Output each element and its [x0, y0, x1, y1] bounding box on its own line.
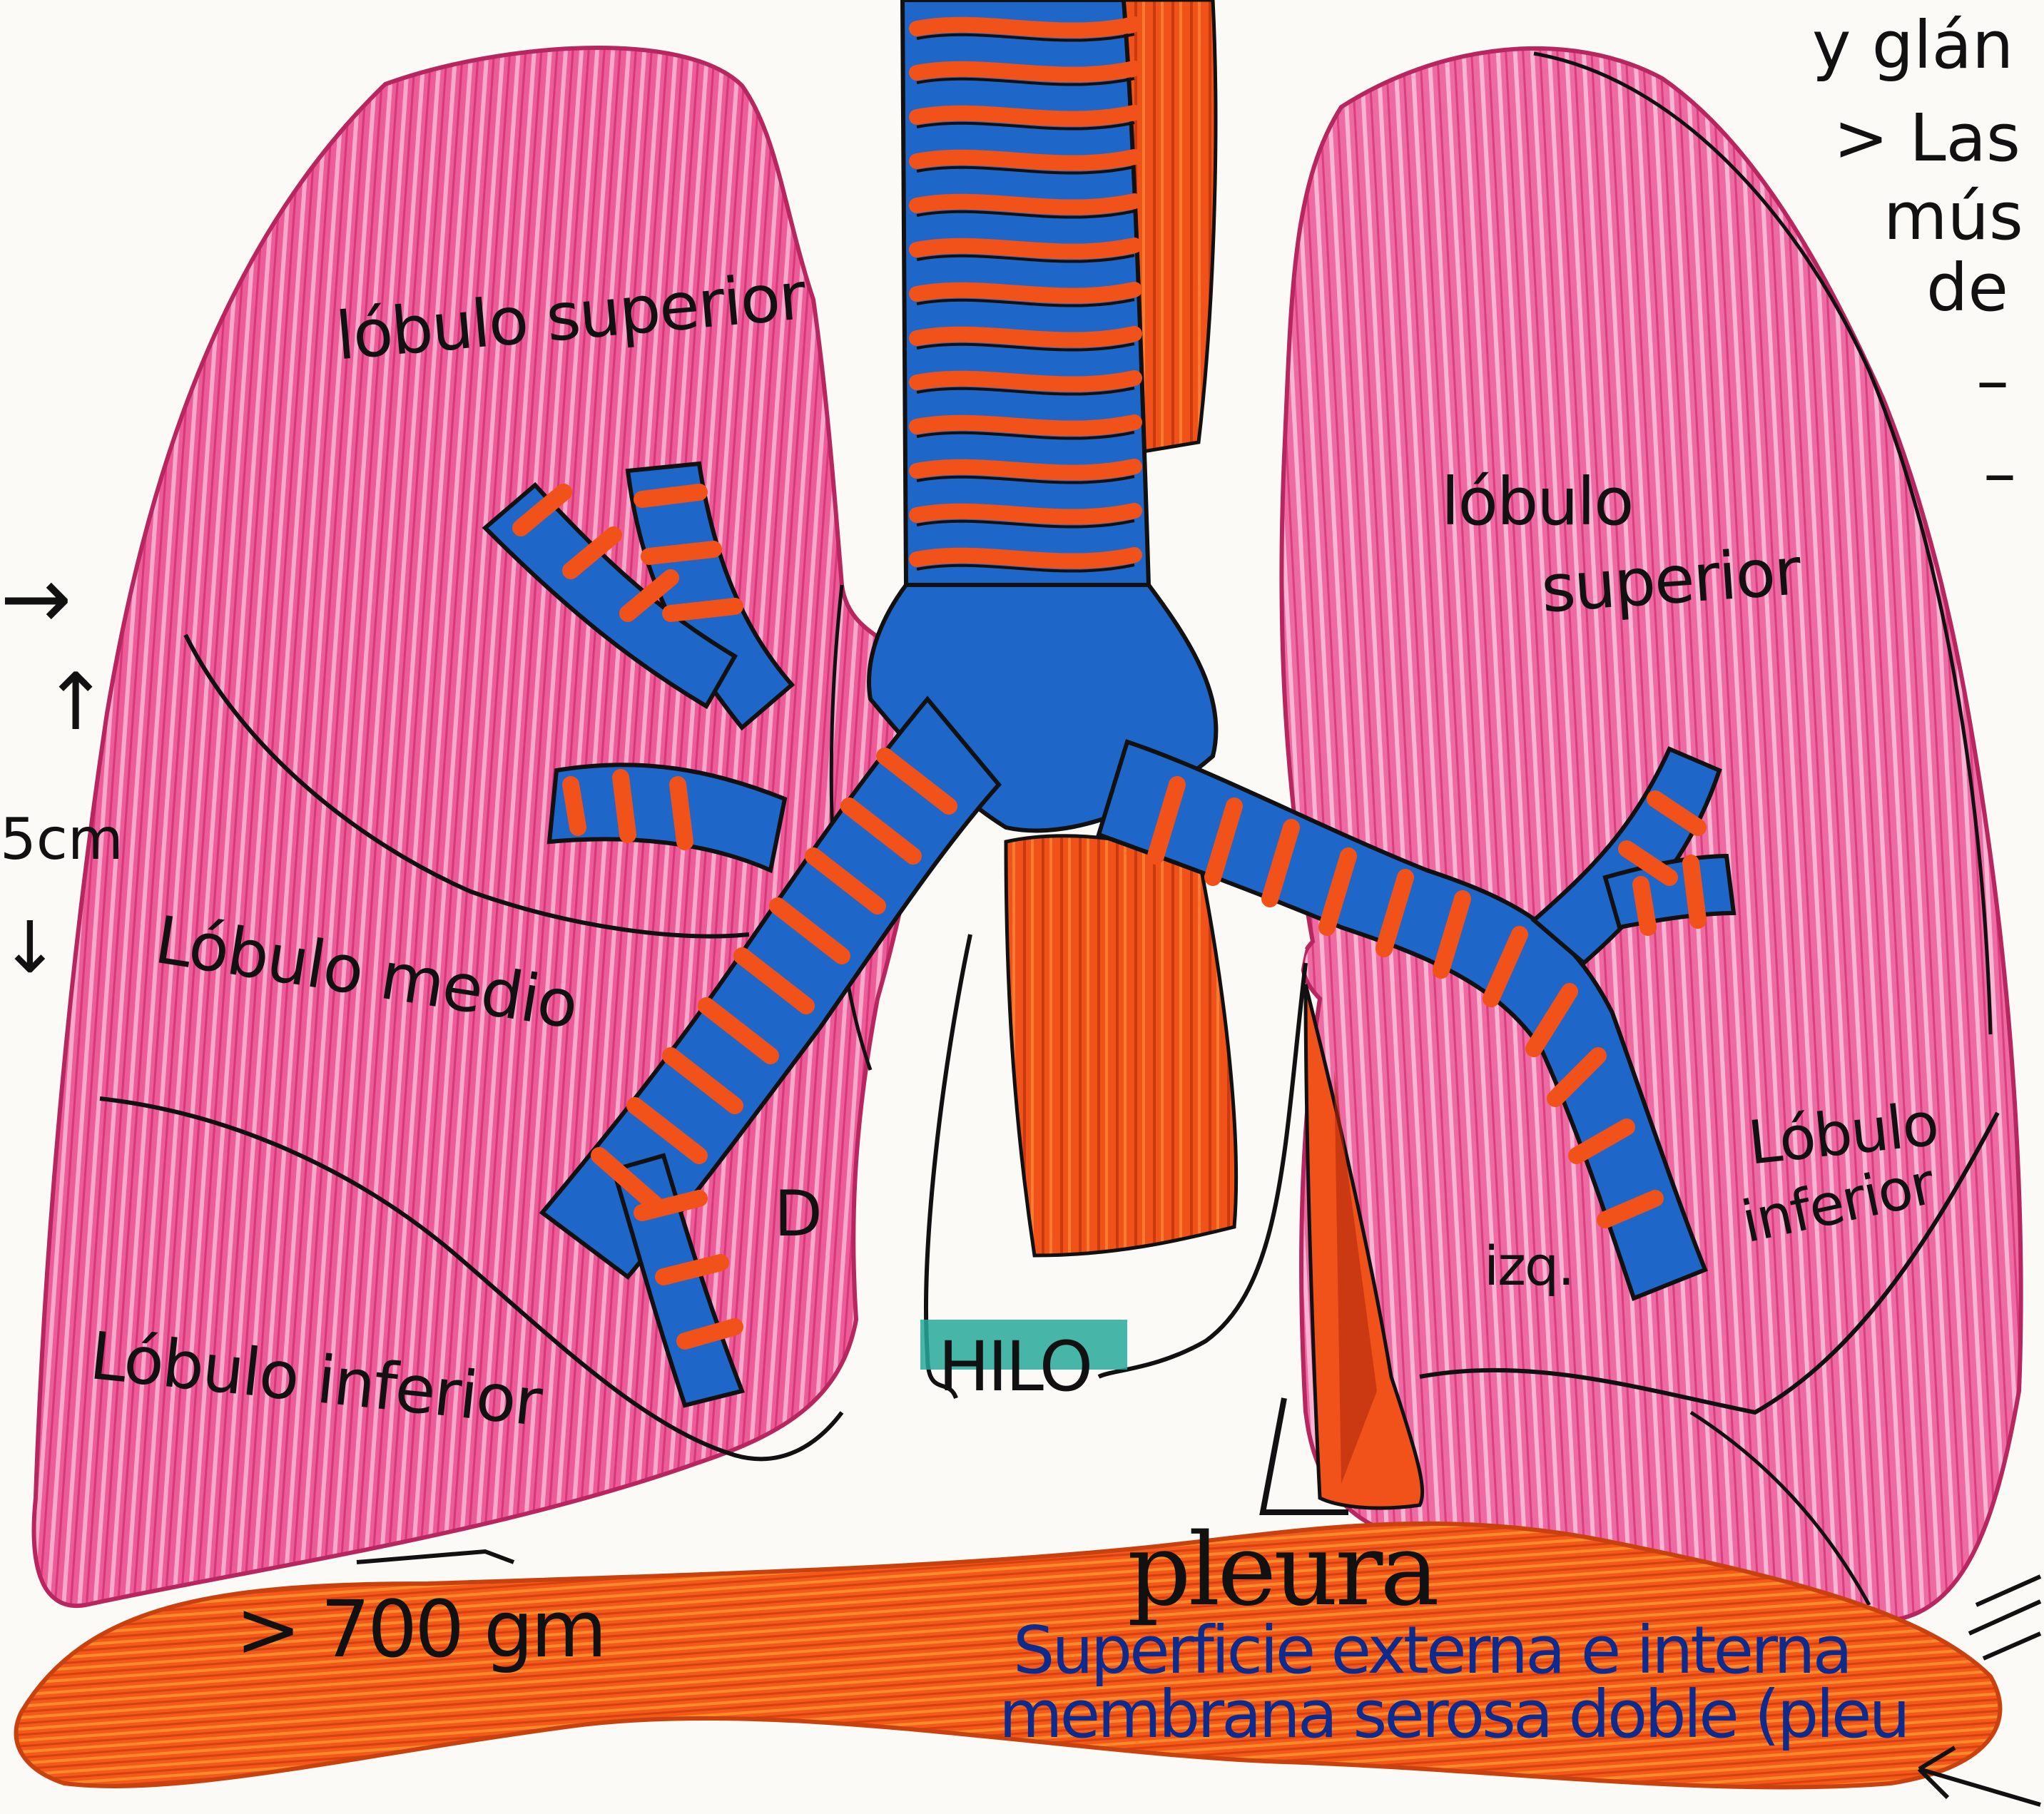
bronchial-cartilage-band: [1691, 863, 1698, 920]
tracheal-cartilage-ring: [917, 113, 1134, 119]
tracheal-cartilage-ring: [917, 157, 1134, 163]
label-pleura: pleura: [1127, 1512, 1437, 1629]
trachea: [902, 0, 1149, 585]
label-left-superior-lobe-1: lóbulo: [1441, 464, 1632, 540]
right-edge-hatch: [1969, 1576, 2040, 1658]
label-weight: > 700 gm: [235, 1584, 604, 1675]
bottom-right-arrow: [1919, 1748, 2040, 1805]
tracheal-cartilage-ring: [917, 511, 1134, 517]
label-hilo: HILO: [938, 1327, 1091, 1407]
bronchial-cartilage-band: [678, 785, 685, 842]
label-pleura-line2: membrana serosa doble (pleu: [999, 1676, 1908, 1753]
tracheal-cartilage-ring: [917, 245, 1134, 252]
bronchial-cartilage-band: [642, 492, 699, 499]
bronchial-cartilage-band: [1641, 885, 1648, 927]
tracheal-cartilage-ring: [917, 201, 1134, 208]
margin-note-1: y glán: [1812, 7, 2013, 83]
tracheal-cartilage-ring: [917, 378, 1134, 384]
margin-note-dash-2: –: [1983, 435, 2016, 511]
margin-measure: 5cm: [0, 806, 123, 872]
margin-note-dash-1: –: [1976, 342, 2009, 419]
bronchial-cartilage-band: [649, 549, 713, 556]
tracheal-cartilage-ring: [917, 467, 1134, 473]
margin-note-3: mús: [1883, 178, 2023, 255]
margin-note-4: de: [1926, 250, 2008, 326]
label-right-marker: D: [774, 1177, 821, 1250]
tracheal-cartilage-ring: [917, 24, 1134, 31]
bronchial-cartilage-band: [671, 606, 735, 613]
tracheal-cartilage-ring: [917, 290, 1134, 296]
margin-arrow-down: ↓: [0, 906, 60, 989]
tracheal-cartilage-ring: [917, 68, 1134, 75]
margin-note-2: > Las p: [1834, 100, 2044, 176]
bronchial-cartilage-band: [621, 778, 628, 835]
bronchial-cartilage-band: [571, 785, 578, 827]
label-left-marker: izq.: [1484, 1234, 1573, 1298]
margin-arrow-right: →: [0, 549, 72, 648]
tracheal-cartilage-ring: [917, 334, 1134, 340]
tracheal-cartilage-ring: [917, 422, 1134, 429]
weight-overline: [357, 1551, 514, 1562]
margin-arrow-up: ↑: [43, 656, 108, 748]
aorta-descending: [1006, 836, 1236, 1255]
tracheal-cartilage-ring: [917, 555, 1134, 561]
